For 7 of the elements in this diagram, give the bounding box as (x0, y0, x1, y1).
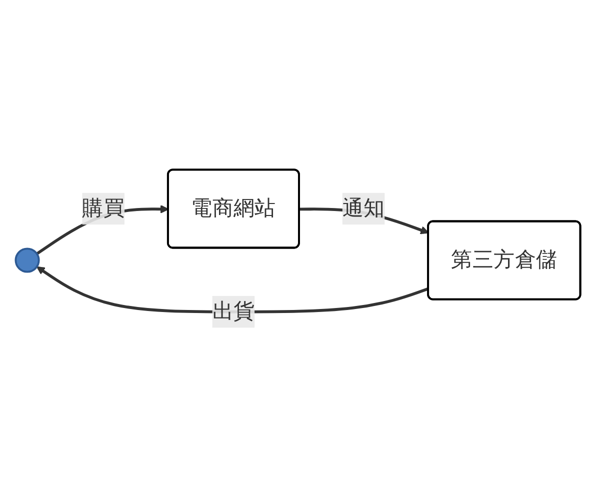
edge-label: 出貨 (212, 296, 255, 328)
process-box: 電商網站 (166, 169, 300, 249)
edge-label: 通知 (342, 193, 385, 225)
person-circle (14, 248, 40, 274)
edge-label: 購買 (82, 193, 125, 225)
arrow (36, 266, 430, 314)
process-box: 第三方倉儲 (427, 220, 582, 301)
